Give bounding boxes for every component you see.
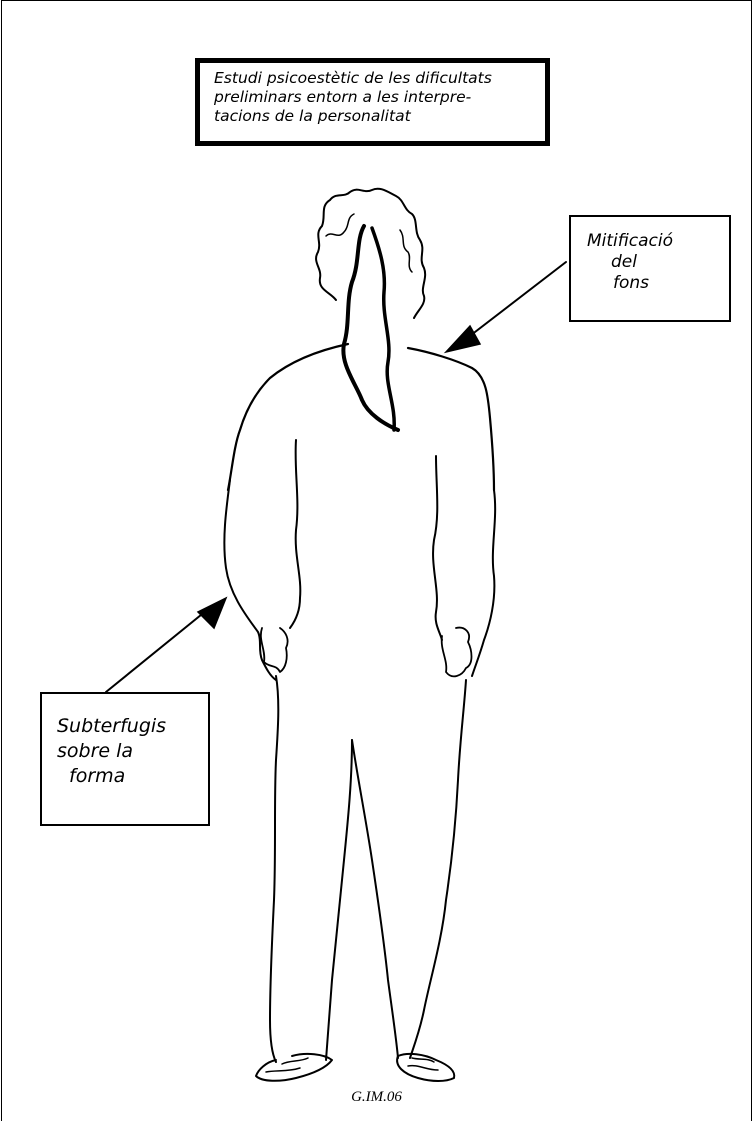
leg-inner-right [352, 740, 398, 1058]
label-box-fons: Mitificació del fons [569, 215, 731, 322]
hair-inner-curl [326, 214, 354, 236]
label-fons-line-1: Mitificació [587, 231, 729, 252]
arrow-fons-shaft [462, 262, 566, 342]
catalogue-code: G.IM.06 [0, 1089, 753, 1106]
arrow-fons-head [446, 326, 480, 352]
leg-inner-left [326, 740, 352, 1060]
label-box-forma: Subterfugis sobre la forma [40, 692, 210, 826]
hand-right [442, 628, 472, 677]
title-line-2: preliminars entorn a les interpre- [214, 88, 533, 107]
title-line-1: Estudi psicoestètic de les dificultats [214, 69, 533, 88]
arm-left-inner [290, 440, 300, 628]
title-line-3: tacions de la personalitat [214, 107, 533, 126]
arm-right-inner [433, 456, 442, 640]
label-forma-line-2: sobre la [57, 739, 208, 764]
label-forma-line-3: forma [57, 764, 208, 789]
label-forma-line-1: Subterfugis [57, 714, 208, 739]
wavy-strand-right [372, 228, 394, 430]
body-right-side [410, 680, 466, 1058]
shoulder-right [408, 348, 494, 490]
hair-inner-curl-2 [400, 230, 412, 272]
label-fons-line-3: fons [587, 273, 729, 294]
title-box: Estudi psicoestètic de les dificultats p… [195, 58, 550, 146]
arrow-forma-shaft [106, 606, 212, 692]
label-fons-line-2: del [587, 252, 729, 273]
shoulder-left [228, 344, 348, 490]
arrow-forma-head [198, 598, 226, 628]
body-left-side [270, 676, 278, 1062]
arm-left-outer [224, 480, 276, 680]
foot-left [256, 1054, 332, 1081]
arm-right-outer [472, 490, 495, 676]
